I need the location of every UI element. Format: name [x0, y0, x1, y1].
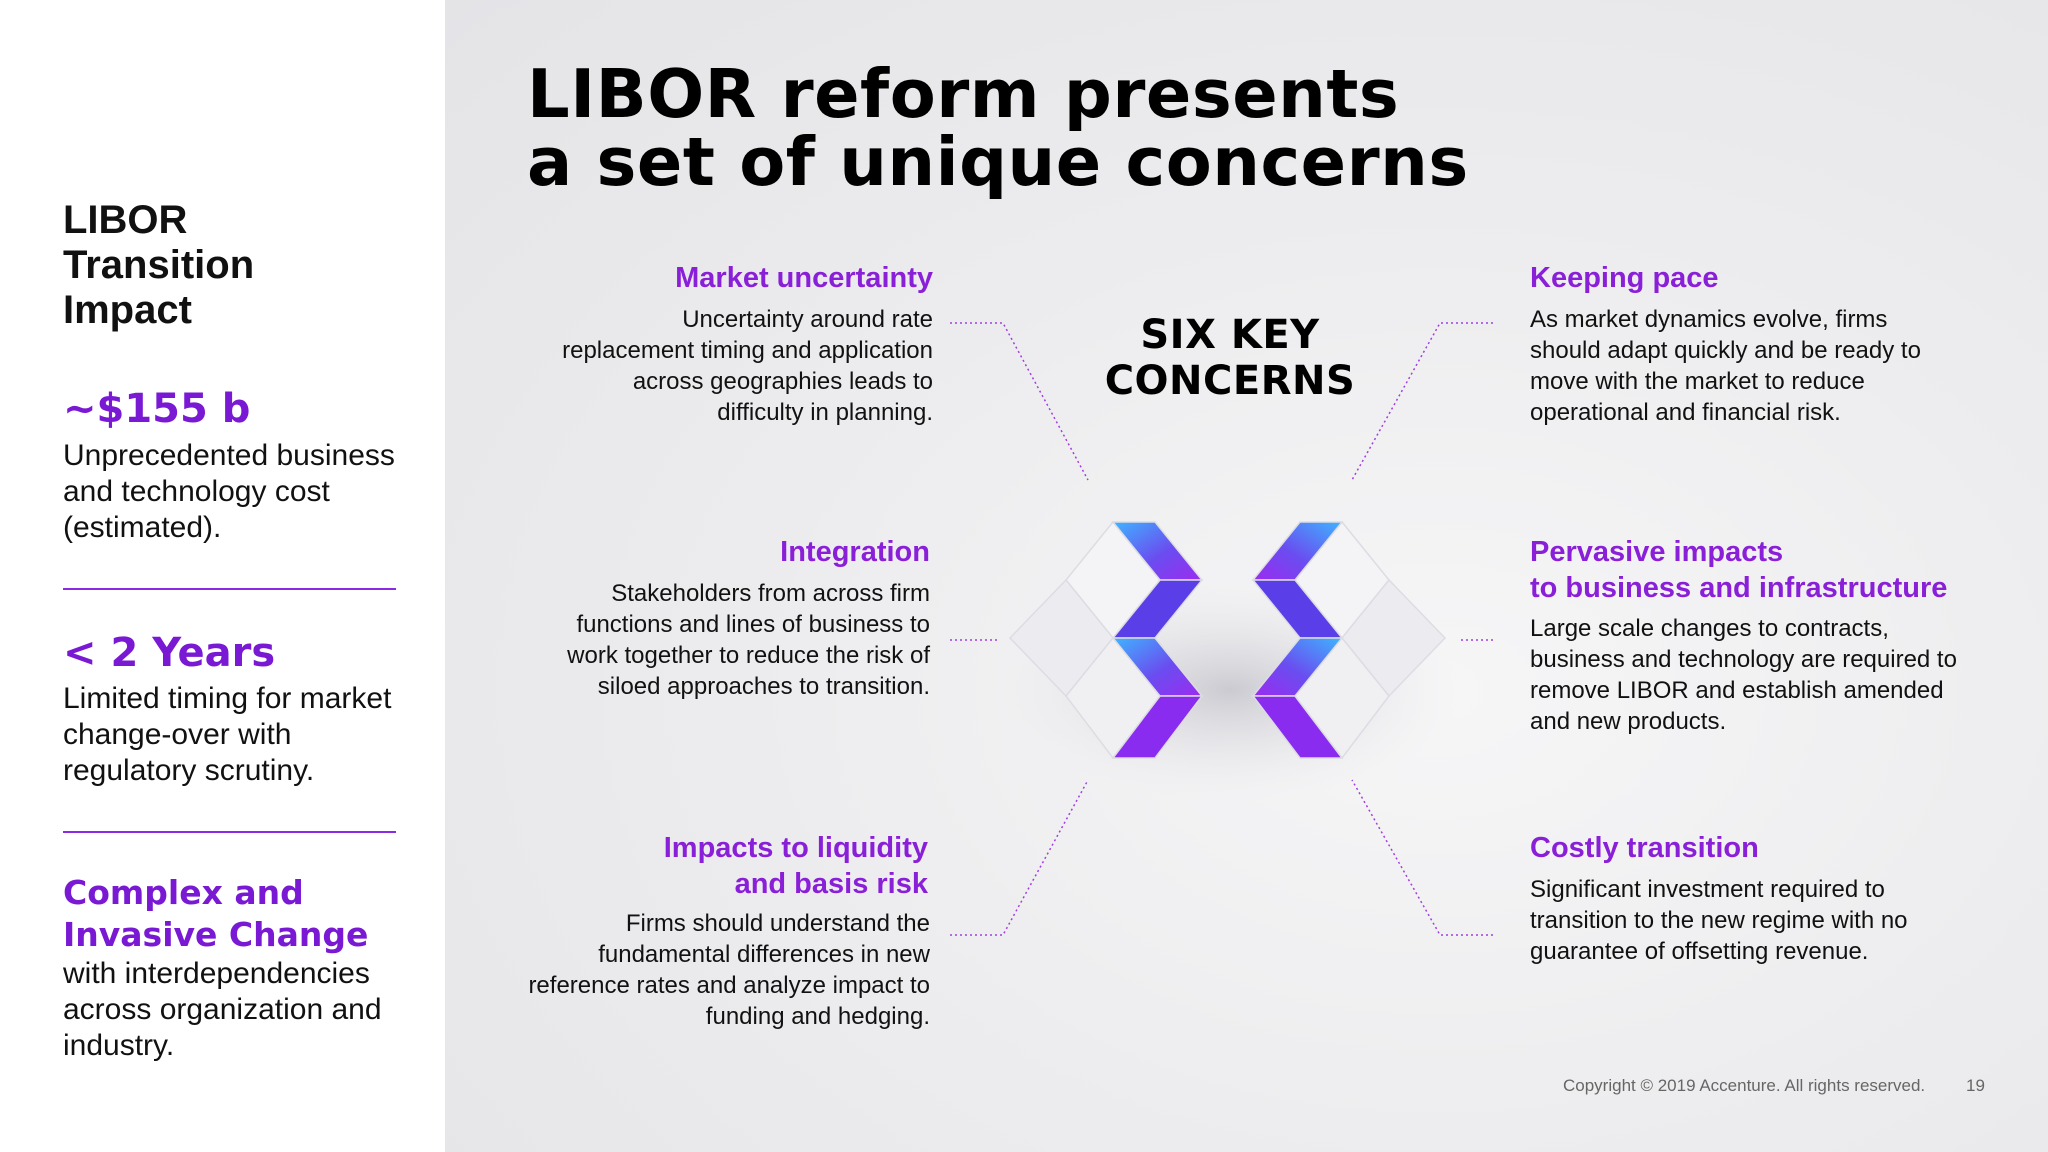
concern-heading-pervasive-impacts: Pervasive impacts to business and infras… — [1530, 534, 2010, 606]
title-line-1: LIBOR reform presents — [527, 55, 1400, 133]
six-concerns-cube-logo-icon — [1000, 520, 1460, 800]
stat-years-desc: Limited timing for market change-over wi… — [63, 682, 392, 787]
title-line-2: a set of unique concerns — [527, 123, 1469, 201]
concern-body-pervasive-impacts: Large scale changes to contracts, busine… — [1530, 615, 1957, 735]
connector-keeping-pace — [1351, 322, 1493, 481]
copyright-text: Copyright © 2019 Accenture. All rights r… — [1563, 1076, 1926, 1095]
connector-costly — [1351, 779, 1493, 936]
concern-heading-market-uncertainty: Market uncertainty — [675, 262, 933, 294]
concern-body-keeping-pace: As market dynamics evolve, firms should … — [1530, 306, 1921, 426]
main-panel — [445, 0, 2048, 1152]
center-label-line-2: CONCERNS — [1104, 358, 1356, 404]
center-label-line-1: SIX KEY — [1140, 312, 1320, 358]
concern-heading-liquidity-line-2: and basis risk — [734, 868, 928, 900]
concern-body-market-uncertainty: Uncertainty around rate replacement timi… — [562, 306, 933, 426]
concern-heading-costly-transition: Costly transition — [1530, 832, 1759, 864]
stat-change-value: Complex and Invasive Change — [63, 873, 369, 954]
connector-market-uncertainty — [950, 322, 1089, 481]
sidebar: LIBOR Transition Impact ~$155 b Unpreced… — [0, 0, 445, 1152]
concern-body-integration: Stakeholders from across firm functions … — [567, 580, 930, 700]
stat-change-desc: with interdependencies across organizati… — [63, 957, 382, 1062]
concern-heading-pervasive-line-1: Pervasive impacts — [1530, 536, 1784, 568]
center-label: SIX KEY CONCERNS — [1030, 312, 1430, 404]
stat-cost-desc: Unprecedented business and technology co… — [63, 439, 395, 544]
concern-heading-pervasive-line-2: to business and infrastructure — [1530, 572, 1948, 604]
concern-heading-keeping-pace: Keeping pace — [1530, 262, 1719, 294]
concern-heading-integration: Integration — [780, 536, 930, 568]
sidebar-title: LIBOR Transition Impact — [63, 198, 255, 332]
concern-heading-liquidity: Impacts to liquidity and basis risk — [560, 830, 928, 902]
divider — [63, 831, 396, 833]
concern-body-liquidity: Firms should understand the fundamental … — [528, 910, 930, 1030]
page-title: LIBOR reform presents a set of unique co… — [527, 60, 1627, 196]
connector-liquidity — [950, 779, 1089, 936]
concern-body-costly-transition: Significant investment required to trans… — [1530, 876, 1908, 965]
stat-years-value: < 2 Years — [63, 630, 276, 676]
stat-cost-value: ~$155 b — [63, 386, 251, 432]
page-number: 19 — [1966, 1076, 1985, 1095]
divider — [63, 588, 396, 590]
concern-heading-liquidity-line-1: Impacts to liquidity — [663, 832, 928, 864]
